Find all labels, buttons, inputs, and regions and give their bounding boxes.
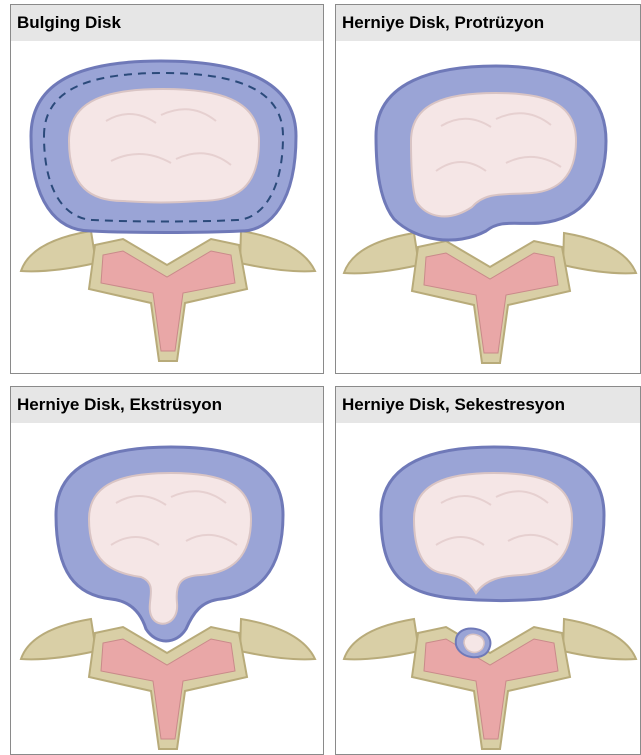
panel-title: Herniye Disk, Ekstrüsyon [11,387,323,423]
vertebral-arch [344,233,636,363]
disk [381,447,604,601]
extrusion-illustration [11,423,324,755]
panel-sequestration: Herniye Disk, Sekestresyon [335,386,641,755]
bulging-disk-illustration [11,41,324,374]
sequestered-fragment [456,629,491,658]
disk [31,61,296,233]
panel-protrusion: Herniye Disk, Protrüzyon [335,4,641,374]
panel-title: Herniye Disk, Protrüzyon [336,5,640,41]
disk [376,66,606,240]
panel-title: Herniye Disk, Sekestresyon [336,387,640,423]
panel-extrusion: Herniye Disk, Ekstrüsyon [10,386,324,755]
sequestration-illustration [336,423,641,755]
vertebral-arch [21,231,315,361]
panel-bulging-disk: Bulging Disk [10,4,324,374]
panel-title: Bulging Disk [11,5,323,41]
protrusion-illustration [336,41,641,374]
disk [56,447,283,641]
